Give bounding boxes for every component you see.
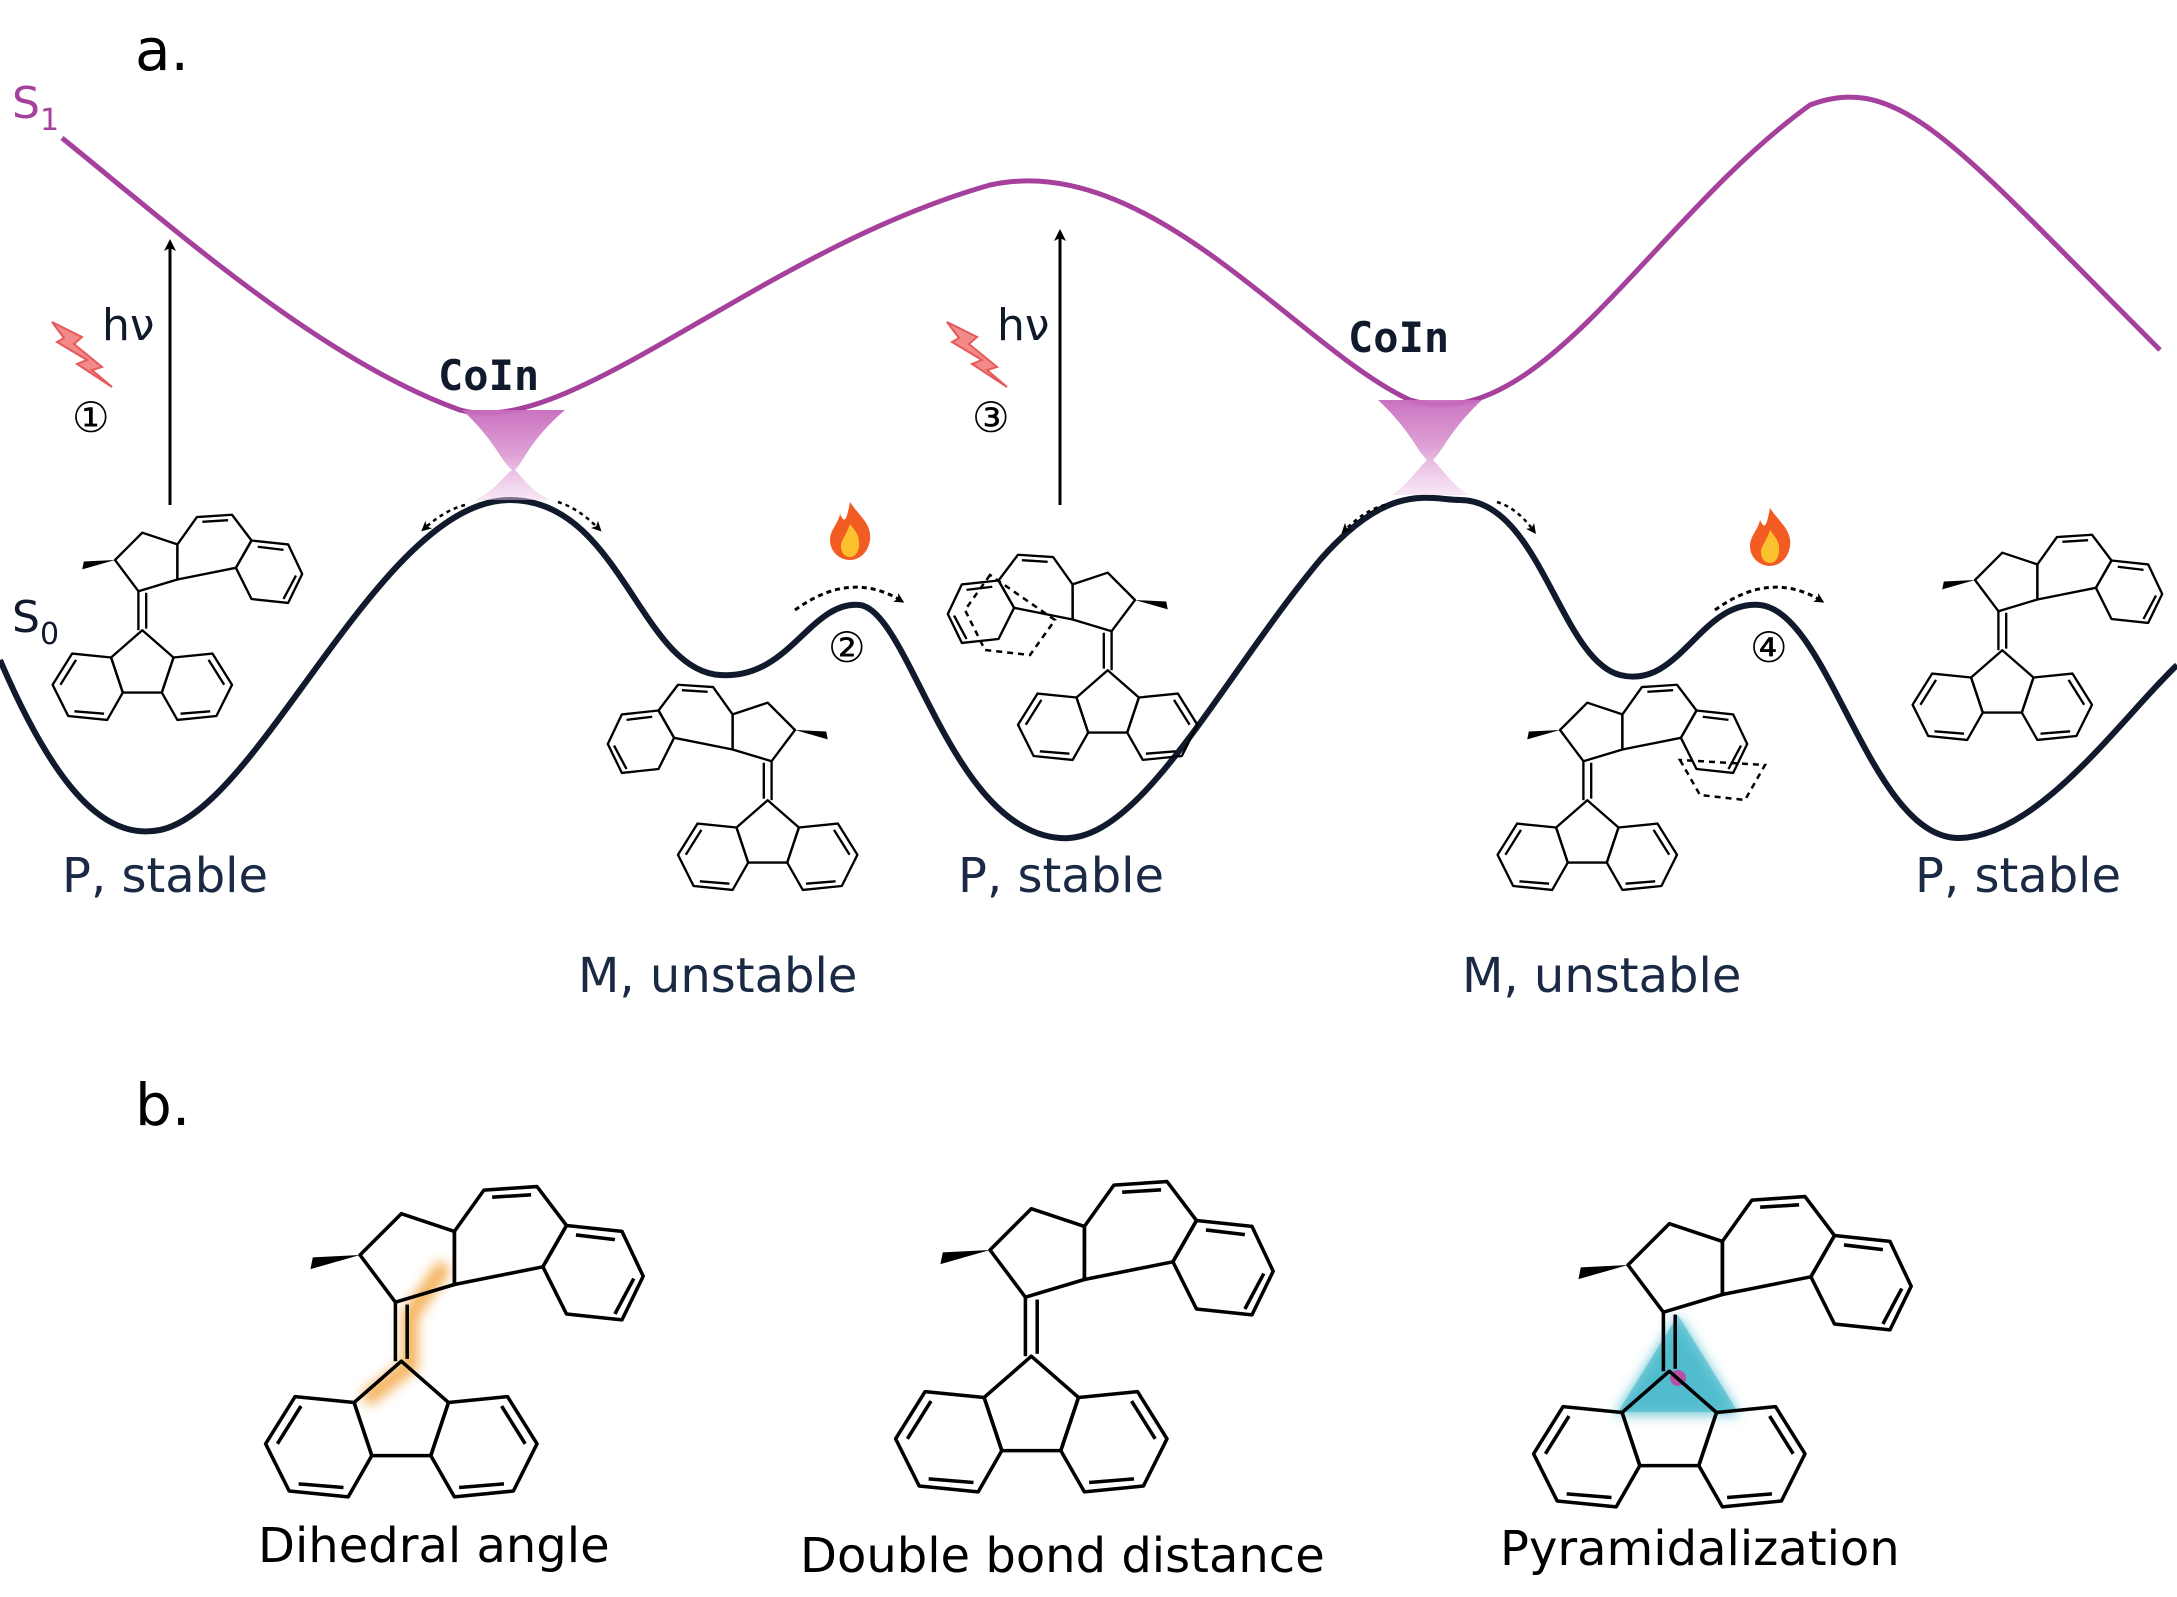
s0-label: S0 bbox=[12, 592, 59, 652]
molecule-double-bond bbox=[893, 1179, 1275, 1494]
label-m-unstable-2: M, unstable bbox=[1462, 948, 1741, 1004]
step-1: ① bbox=[72, 393, 110, 442]
branch-arrow-1-right bbox=[557, 500, 602, 532]
coin-funnel-1 bbox=[462, 410, 565, 500]
coin-label-2: CoIn bbox=[1348, 313, 1449, 362]
pyramidalization-triangle bbox=[1618, 1315, 1738, 1412]
label-double-bond-distance: Double bond distance bbox=[800, 1528, 1325, 1584]
label-p-stable-1: P, stable bbox=[62, 848, 268, 904]
s1-label: S1 bbox=[12, 78, 59, 138]
step-3: ③ bbox=[972, 393, 1010, 442]
step-2: ② bbox=[828, 623, 866, 672]
s0-potential-curve bbox=[0, 494, 2177, 842]
molecule-m-unstable-2 bbox=[1496, 683, 1749, 892]
branch-arrow-2-left bbox=[1341, 503, 1386, 534]
step-4: ④ bbox=[1750, 623, 1788, 672]
thermal-arrow-4 bbox=[1714, 585, 1825, 612]
dashed-ring-2 bbox=[1677, 758, 1768, 802]
label-pyramidalization: Pyramidalization bbox=[1500, 1521, 1900, 1577]
label-p-stable-3: P, stable bbox=[1915, 848, 2121, 904]
molecule-dihedral bbox=[263, 1184, 645, 1499]
coin-label-1: CoIn bbox=[438, 351, 539, 400]
label-dihedral-angle: Dihedral angle bbox=[258, 1518, 610, 1574]
molecule-p-stable-3 bbox=[1911, 533, 2164, 742]
s1-potential-curve bbox=[60, 94, 2162, 416]
photon-label-1: hν bbox=[102, 300, 154, 351]
fire-icon-2 bbox=[830, 502, 871, 560]
branch-arrow-2-right bbox=[1496, 500, 1536, 535]
branch-arrow-1-left bbox=[421, 503, 466, 532]
molecule-pyramidalization bbox=[1531, 1194, 1913, 1509]
molecule-m-unstable-1 bbox=[606, 683, 859, 892]
molecule-p-stable-2 bbox=[946, 553, 1199, 762]
thermal-arrow-2 bbox=[794, 585, 905, 612]
dashed-ring-1 bbox=[963, 573, 1057, 657]
molecule-p-stable-1 bbox=[51, 513, 304, 722]
panel-b-label: b. bbox=[135, 1071, 190, 1139]
fire-icon-4 bbox=[1750, 508, 1791, 566]
label-p-stable-2: P, stable bbox=[958, 848, 1164, 904]
coin-funnel-2 bbox=[1378, 400, 1482, 495]
label-m-unstable-1: M, unstable bbox=[578, 948, 857, 1004]
photon-label-3: hν bbox=[997, 300, 1049, 351]
dihedral-highlight bbox=[360, 1260, 452, 1407]
panel-a-label: a. bbox=[135, 16, 189, 84]
